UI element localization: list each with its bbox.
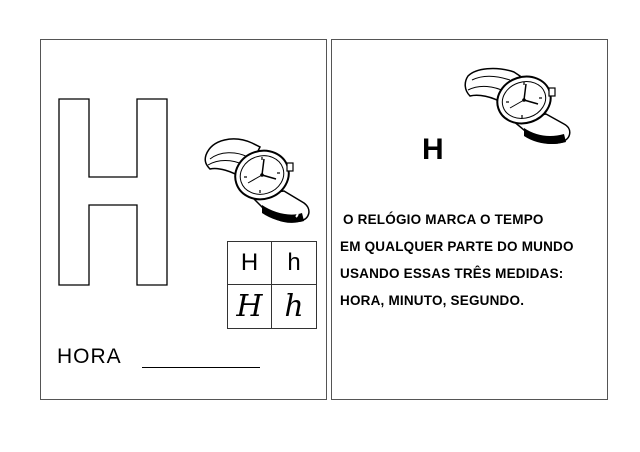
letter-forms-grid: H h H h [227, 241, 317, 329]
verse-text: O RELÓGIO MARCA O TEMPO EM QUALQUER PART… [340, 206, 574, 314]
lowercase-print-letter: h [272, 242, 316, 285]
verse-line: USANDO ESSAS TRÊS MEDIDAS: [340, 266, 564, 281]
example-word: HORA [57, 345, 122, 368]
wristwatch-icon [464, 67, 571, 144]
outlined-letter-h [58, 98, 168, 286]
left-card: H h H h HORA [40, 39, 327, 400]
verse-line: EM QUALQUER PARTE DO MUNDO [340, 239, 574, 254]
lowercase-cursive-letter: h [284, 288, 304, 324]
verse-line: HORA, MINUTO, SEGUNDO. [340, 293, 525, 308]
verse-line: O RELÓGIO MARCA O TEMPO [343, 212, 544, 227]
writing-line [142, 367, 260, 368]
uppercase-print-letter: H [228, 242, 272, 285]
uppercase-cursive-letter: H [228, 285, 272, 328]
heading-letter: H [422, 133, 444, 166]
right-card: H O RELÓGIO MARCA O TEMPO EM QUALQUER PA… [331, 39, 608, 400]
wristwatch-icon [204, 138, 310, 223]
